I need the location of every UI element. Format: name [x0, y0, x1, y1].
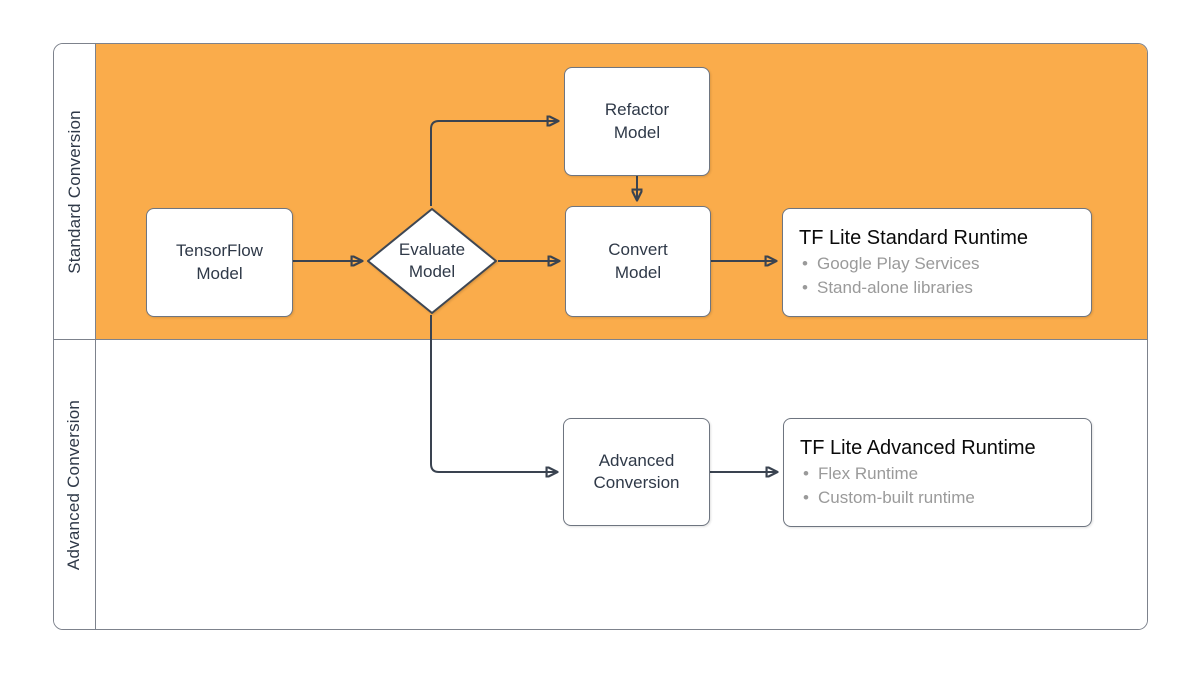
node-convert-model-label: Convert Model	[608, 240, 668, 282]
node-refactor-model-label: Refactor Model	[604, 100, 670, 142]
node-evaluate-model-label: Evaluate Model	[398, 239, 466, 281]
lane-advanced-conversion: Advanced Conversion	[54, 339, 1147, 629]
lane-standard-label: Standard Conversion	[64, 109, 84, 274]
node-evaluate-model: Evaluate Model	[366, 207, 498, 315]
advanced-runtime-bullet: Custom-built runtime	[800, 486, 1077, 510]
node-convert-model: Convert Model	[565, 206, 711, 317]
node-tensorflow-model: TensorFlow Model	[146, 208, 293, 317]
advanced-runtime-bullet: Flex Runtime	[800, 462, 1077, 486]
node-advanced-conversion-label: Advanced Conversion	[593, 450, 680, 492]
standard-runtime-bullet-list: Google Play Services Stand-alone librari…	[799, 252, 1077, 300]
standard-runtime-bullet: Google Play Services	[799, 252, 1077, 276]
advanced-runtime-title: TF Lite Advanced Runtime	[800, 437, 1036, 459]
lane-standard-label-cell: Standard Conversion	[54, 44, 96, 339]
lane-advanced-label-cell: Advanced Conversion	[54, 340, 96, 629]
advanced-runtime-bullet-list: Flex Runtime Custom-built runtime	[800, 462, 1077, 510]
node-advanced-conversion: Advanced Conversion	[563, 418, 710, 526]
standard-runtime-bullet: Stand-alone libraries	[799, 276, 1077, 300]
lane-advanced-label: Advanced Conversion	[64, 399, 84, 570]
decision-diamond-shape	[367, 208, 497, 314]
node-tensorflow-model-label: TensorFlow Model	[176, 241, 263, 283]
node-refactor-model: Refactor Model	[564, 67, 710, 176]
node-tf-lite-standard-runtime: TF Lite Standard Runtime Google Play Ser…	[782, 208, 1092, 317]
standard-runtime-title: TF Lite Standard Runtime	[799, 227, 1028, 249]
node-tf-lite-advanced-runtime: TF Lite Advanced Runtime Flex Runtime Cu…	[783, 418, 1092, 527]
